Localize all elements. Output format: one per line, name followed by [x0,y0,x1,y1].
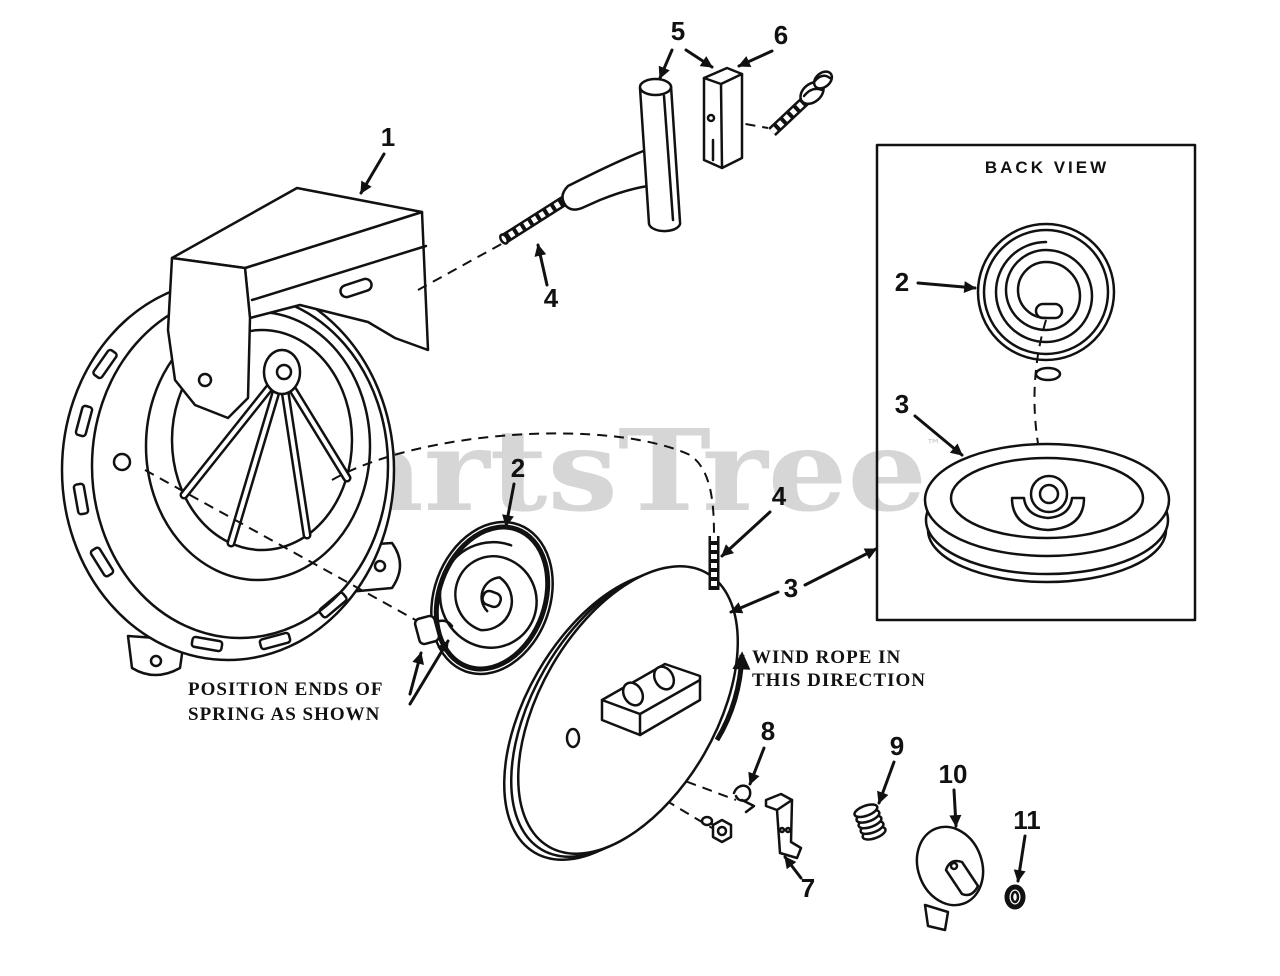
callout-10: 10 [939,759,968,789]
leader-arrow [534,243,549,287]
leader-arrow [748,746,766,786]
housing [60,186,430,677]
callout-8: 8 [761,716,775,746]
leader-arrow [949,788,962,828]
spring [853,803,887,841]
watermark-trademark: ™ [926,436,941,454]
leader-arrow [729,590,780,614]
callout-5: 5 [671,16,685,46]
leader-arrow [877,760,896,805]
leader-arrow [1013,834,1027,883]
screw [700,815,733,844]
pulley [502,565,740,861]
leader-arrow [803,547,878,587]
callout-9: 9 [890,731,904,761]
back-view-dashed-leader [1033,319,1049,489]
leader-arrow [913,414,964,457]
callout-4-handle-rope: 4 [544,283,559,313]
back-view-panel: BACK VIEW 2 3 [875,143,1197,622]
pawl-spring [732,784,756,814]
note-wind-rope-line1: WIND ROPE IN [752,647,901,668]
note-position-spring-line2: SPRING AS SHOWN [188,704,380,725]
note-position-spring-line1: POSITION ENDS OF [188,679,383,700]
callout-11: 11 [1013,805,1041,835]
wind-direction-arrow [714,651,751,742]
leader-arrow [783,855,803,880]
dashed-leader-housing-pulley [331,432,715,537]
rope-insert [702,66,744,170]
leader-arrow [408,651,424,696]
callout-3: 3 [784,573,798,603]
back-view-callout-2: 2 [895,267,909,297]
back-view-pulley [923,442,1171,584]
back-view-spring [976,222,1116,382]
leader-arrow [408,639,450,706]
dashed-leader-housing-rope [417,241,506,291]
callout-1: 1 [381,122,395,152]
leader-arrow [916,281,977,294]
handle-rope [499,194,570,245]
leader-arrow [502,482,516,528]
callout-2: 2 [511,453,525,483]
leader-arrow [359,152,386,195]
leader-arrow [737,49,774,68]
dashed-leader-housing-spring [144,469,431,629]
retainer [915,825,985,932]
pawl [764,792,803,860]
leader-arrow [658,48,674,80]
leader-arrow [720,510,772,558]
rope-knot [768,70,834,137]
callout-6: 6 [774,20,788,50]
recoil-spring [413,520,554,676]
handle [561,77,682,233]
callout-7: 7 [801,873,815,903]
retaining-ring [1004,884,1026,910]
note-wind-rope-line2: THIS DIRECTION [752,670,926,691]
back-view-title: BACK VIEW [985,158,1109,177]
back-view-callout-3: 3 [895,389,909,419]
leader-arrow [684,48,714,69]
callout-4-pulley-rope: 4 [772,481,787,511]
